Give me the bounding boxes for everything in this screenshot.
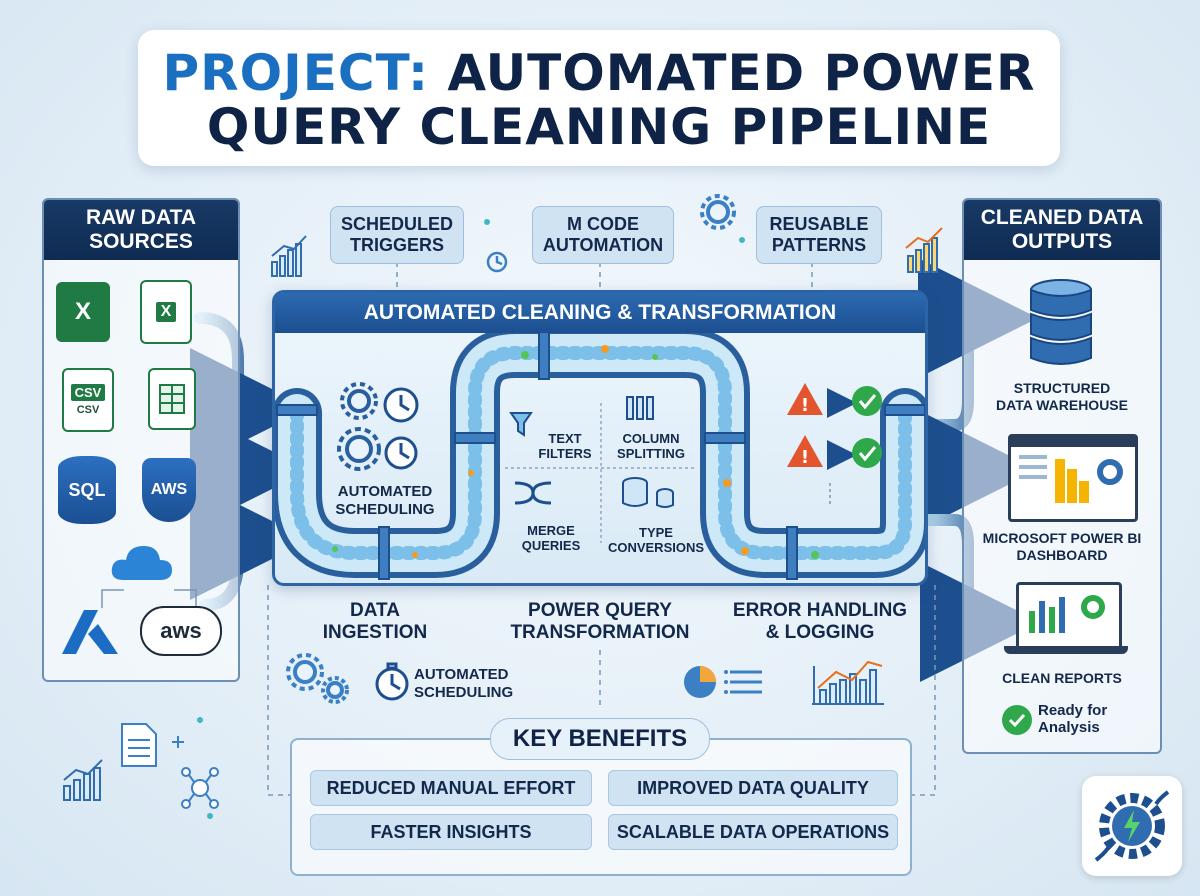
dashed-connectors <box>267 262 936 796</box>
pie-chart-icon-lower <box>684 666 762 698</box>
benefit-reduced-manual-effort: REDUCED MANUAL EFFORT <box>310 770 592 806</box>
excel-icon: X <box>56 282 110 342</box>
azure-icon <box>62 610 118 654</box>
spreadsheet-icon <box>148 368 196 430</box>
power-gear-logo-icon <box>1082 776 1182 876</box>
output-clean-reports-label: CLEAN REPORTS <box>1002 670 1122 686</box>
stopwatch-icon-lower <box>375 662 409 701</box>
title-prefix: PROJECT: <box>162 44 429 102</box>
plus-icon <box>172 736 184 748</box>
key-benefits-title: KEY BENEFITS <box>490 718 710 760</box>
bar-chart-icon-lower <box>63 759 103 801</box>
process-header: AUTOMATED CLEANING & TRANSFORMATION <box>275 293 925 333</box>
network-icon <box>181 767 219 809</box>
document-icon-lower <box>121 723 157 767</box>
sparkle-dots <box>197 219 745 819</box>
laptop-report-icon <box>1016 582 1122 650</box>
scheduling-stopwatch-icon <box>383 387 419 470</box>
error-check-icons: ! ! <box>787 383 882 505</box>
raw-data-sources-panel: RAW DATA SOURCES X X CSV CSV SQL AWS aws <box>42 198 240 682</box>
bar-chart-icon-right <box>905 227 943 273</box>
gear-icon-top <box>700 194 736 230</box>
growth-chart-icon-lower <box>812 660 884 705</box>
ready-check-icon <box>1002 705 1032 735</box>
title-card: PROJECT: AUTOMATED POWER QUERY CLEANING … <box>138 30 1060 166</box>
laptop-base <box>1004 646 1128 654</box>
clock-icon-top <box>486 251 508 273</box>
columns-icon <box>626 396 654 420</box>
benefit-scalable-data-operations: SCALABLE DATA OPERATIONS <box>608 814 898 850</box>
gear-icon-lower <box>286 653 349 704</box>
title-main: AUTOMATED POWER <box>447 44 1036 102</box>
dashboard-icon <box>1008 434 1138 522</box>
svg-text:!: ! <box>801 395 809 416</box>
title-line-2: QUERY CLEANING PIPELINE <box>206 98 992 156</box>
bar-chart-icon-left <box>271 235 307 277</box>
title-line-1: PROJECT: AUTOMATED POWER <box>138 46 1060 100</box>
sql-database-icon: SQL <box>58 456 116 524</box>
scheduling-gears-icon <box>337 382 381 471</box>
database-stack-icon <box>1030 279 1092 365</box>
stage-error-handling-logging: ERROR HANDLING& LOGGING <box>732 600 908 643</box>
benefit-improved-data-quality: IMPROVED DATA QUALITY <box>608 770 898 806</box>
cloud-icon <box>111 546 172 580</box>
cloud-connector-lines <box>101 589 197 608</box>
svg-text:!: ! <box>801 447 809 468</box>
merge-icon <box>514 481 552 505</box>
cleaned-data-outputs-header: CLEANED DATA OUTPUTS <box>964 200 1160 260</box>
csv-icon: CSV CSV <box>62 368 114 432</box>
pipe-bubbles <box>332 345 819 559</box>
excel-file-icon: X <box>140 280 192 344</box>
aws-cloud-icon: aws <box>140 606 222 656</box>
aws-shield-icon: AWS <box>142 458 196 522</box>
automated-cleaning-panel: AUTOMATED CLEANING & TRANSFORMATION ! ! <box>272 290 928 586</box>
raw-data-sources-header: RAW DATA SOURCES <box>44 200 238 260</box>
database-convert-icon <box>622 477 674 508</box>
pipeline-pipe: ! ! <box>275 333 925 580</box>
filter-icon <box>509 412 533 437</box>
benefit-faster-insights: FASTER INSIGHTS <box>310 814 592 850</box>
